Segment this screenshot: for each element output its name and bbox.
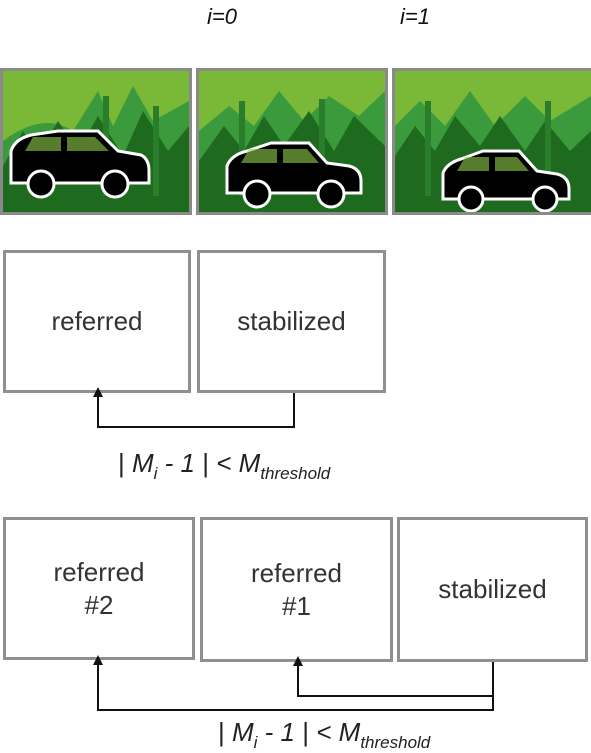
referred-box: referred xyxy=(3,250,191,393)
stabilized-label-row3: stabilized xyxy=(438,574,547,605)
car-icon-1 xyxy=(225,141,363,209)
referred-2-label-line2: #2 xyxy=(84,589,114,620)
car-icon-2 xyxy=(441,149,571,212)
arrow-stabilized-to-referred xyxy=(93,387,295,428)
video-frame-0 xyxy=(0,68,192,215)
video-frame-2 xyxy=(392,68,591,215)
frame-index-label-1: i=1 xyxy=(400,4,430,29)
arrow-stabilized-to-referred-1 xyxy=(293,656,494,697)
stabilized-label: stabilized xyxy=(237,306,346,337)
threshold-formula-1: | Mi - 1 | < Mthreshold xyxy=(118,448,331,483)
referred-label: referred xyxy=(51,306,143,337)
arrow-stabilized-to-referred-2 xyxy=(93,655,494,711)
video-frame-1 xyxy=(196,68,388,215)
referred-1-label-line2: #1 xyxy=(282,590,311,621)
forest-car-image-1 xyxy=(199,71,385,212)
referred-2-label-line1: referred xyxy=(53,557,145,587)
forest-car-image-2 xyxy=(395,71,591,212)
car-icon-0 xyxy=(9,129,151,199)
referred-1-box: referred #1 xyxy=(200,517,393,662)
frame-index-label-0: i=0 xyxy=(207,4,237,29)
stabilized-box: stabilized xyxy=(197,250,386,393)
stabilized-box-row3: stabilized xyxy=(397,517,588,662)
forest-car-image-0 xyxy=(3,71,189,212)
referred-2-box: referred #2 xyxy=(3,517,195,660)
threshold-formula-2: | Mi - 1 | < Mthreshold xyxy=(218,717,431,752)
referred-1-label-line1: referred xyxy=(250,558,343,588)
